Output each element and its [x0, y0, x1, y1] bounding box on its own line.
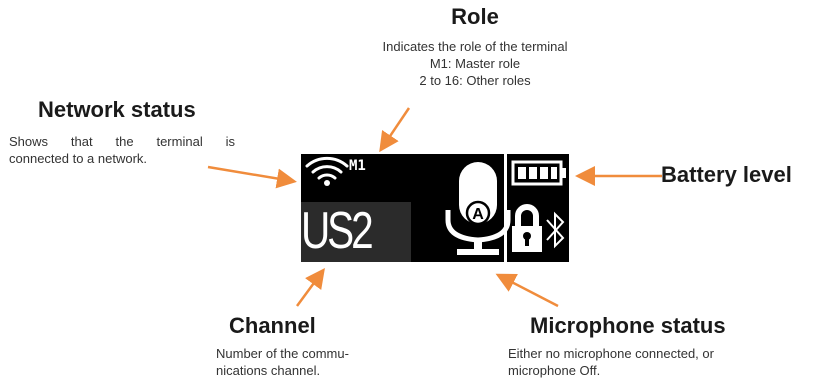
channel-line-2: nications channel.: [216, 363, 321, 378]
channel-description: Number of the commu- nications channel.: [216, 345, 356, 379]
network-status-line-1: Shows that the terminal is: [9, 134, 235, 149]
role-line-3: 2 to 16: Other roles: [419, 73, 531, 88]
display-divider: [504, 154, 507, 262]
channel-arrow: [295, 267, 325, 307]
microphone-status-line-1: Either no microphone connected, or: [508, 346, 714, 361]
channel-title: Channel: [229, 313, 316, 338]
lock-icon: [512, 204, 542, 252]
bluetooth-icon: [546, 211, 565, 249]
channel-value: US2: [301, 202, 374, 260]
battery-level-title: Battery level: [661, 162, 792, 187]
mic-letter: A: [472, 206, 484, 223]
channel-box: [301, 202, 411, 262]
role-line-2: M1: Master role: [429, 56, 521, 71]
terminal-display: M1 US2 A: [301, 154, 569, 262]
microphone-icon: A: [445, 162, 511, 255]
network-status-line-2: connected to a network.: [9, 151, 148, 166]
microphone-status-description: Either no microphone connected, or micro…: [508, 345, 768, 379]
network-status-description: Shows that the terminal is connected to …: [9, 133, 235, 167]
microphone-status-arrow: [495, 273, 559, 308]
role-description: Indicates the role of the terminal M1: M…: [330, 38, 620, 89]
role-arrow: [379, 107, 411, 153]
network-status-arrow: [207, 165, 297, 189]
role-indicator: M1: [349, 158, 366, 174]
microphone-status-title: Microphone status: [530, 313, 726, 338]
channel-line-1: Number of the commu-: [216, 346, 349, 361]
battery-icon: [511, 160, 566, 186]
network-status-title: Network status: [38, 97, 196, 122]
role-title: Role: [451, 4, 499, 29]
role-line-1: Indicates the role of the terminal: [382, 39, 568, 54]
microphone-status-line-2: microphone Off.: [508, 363, 601, 378]
wifi-icon: [305, 156, 349, 186]
